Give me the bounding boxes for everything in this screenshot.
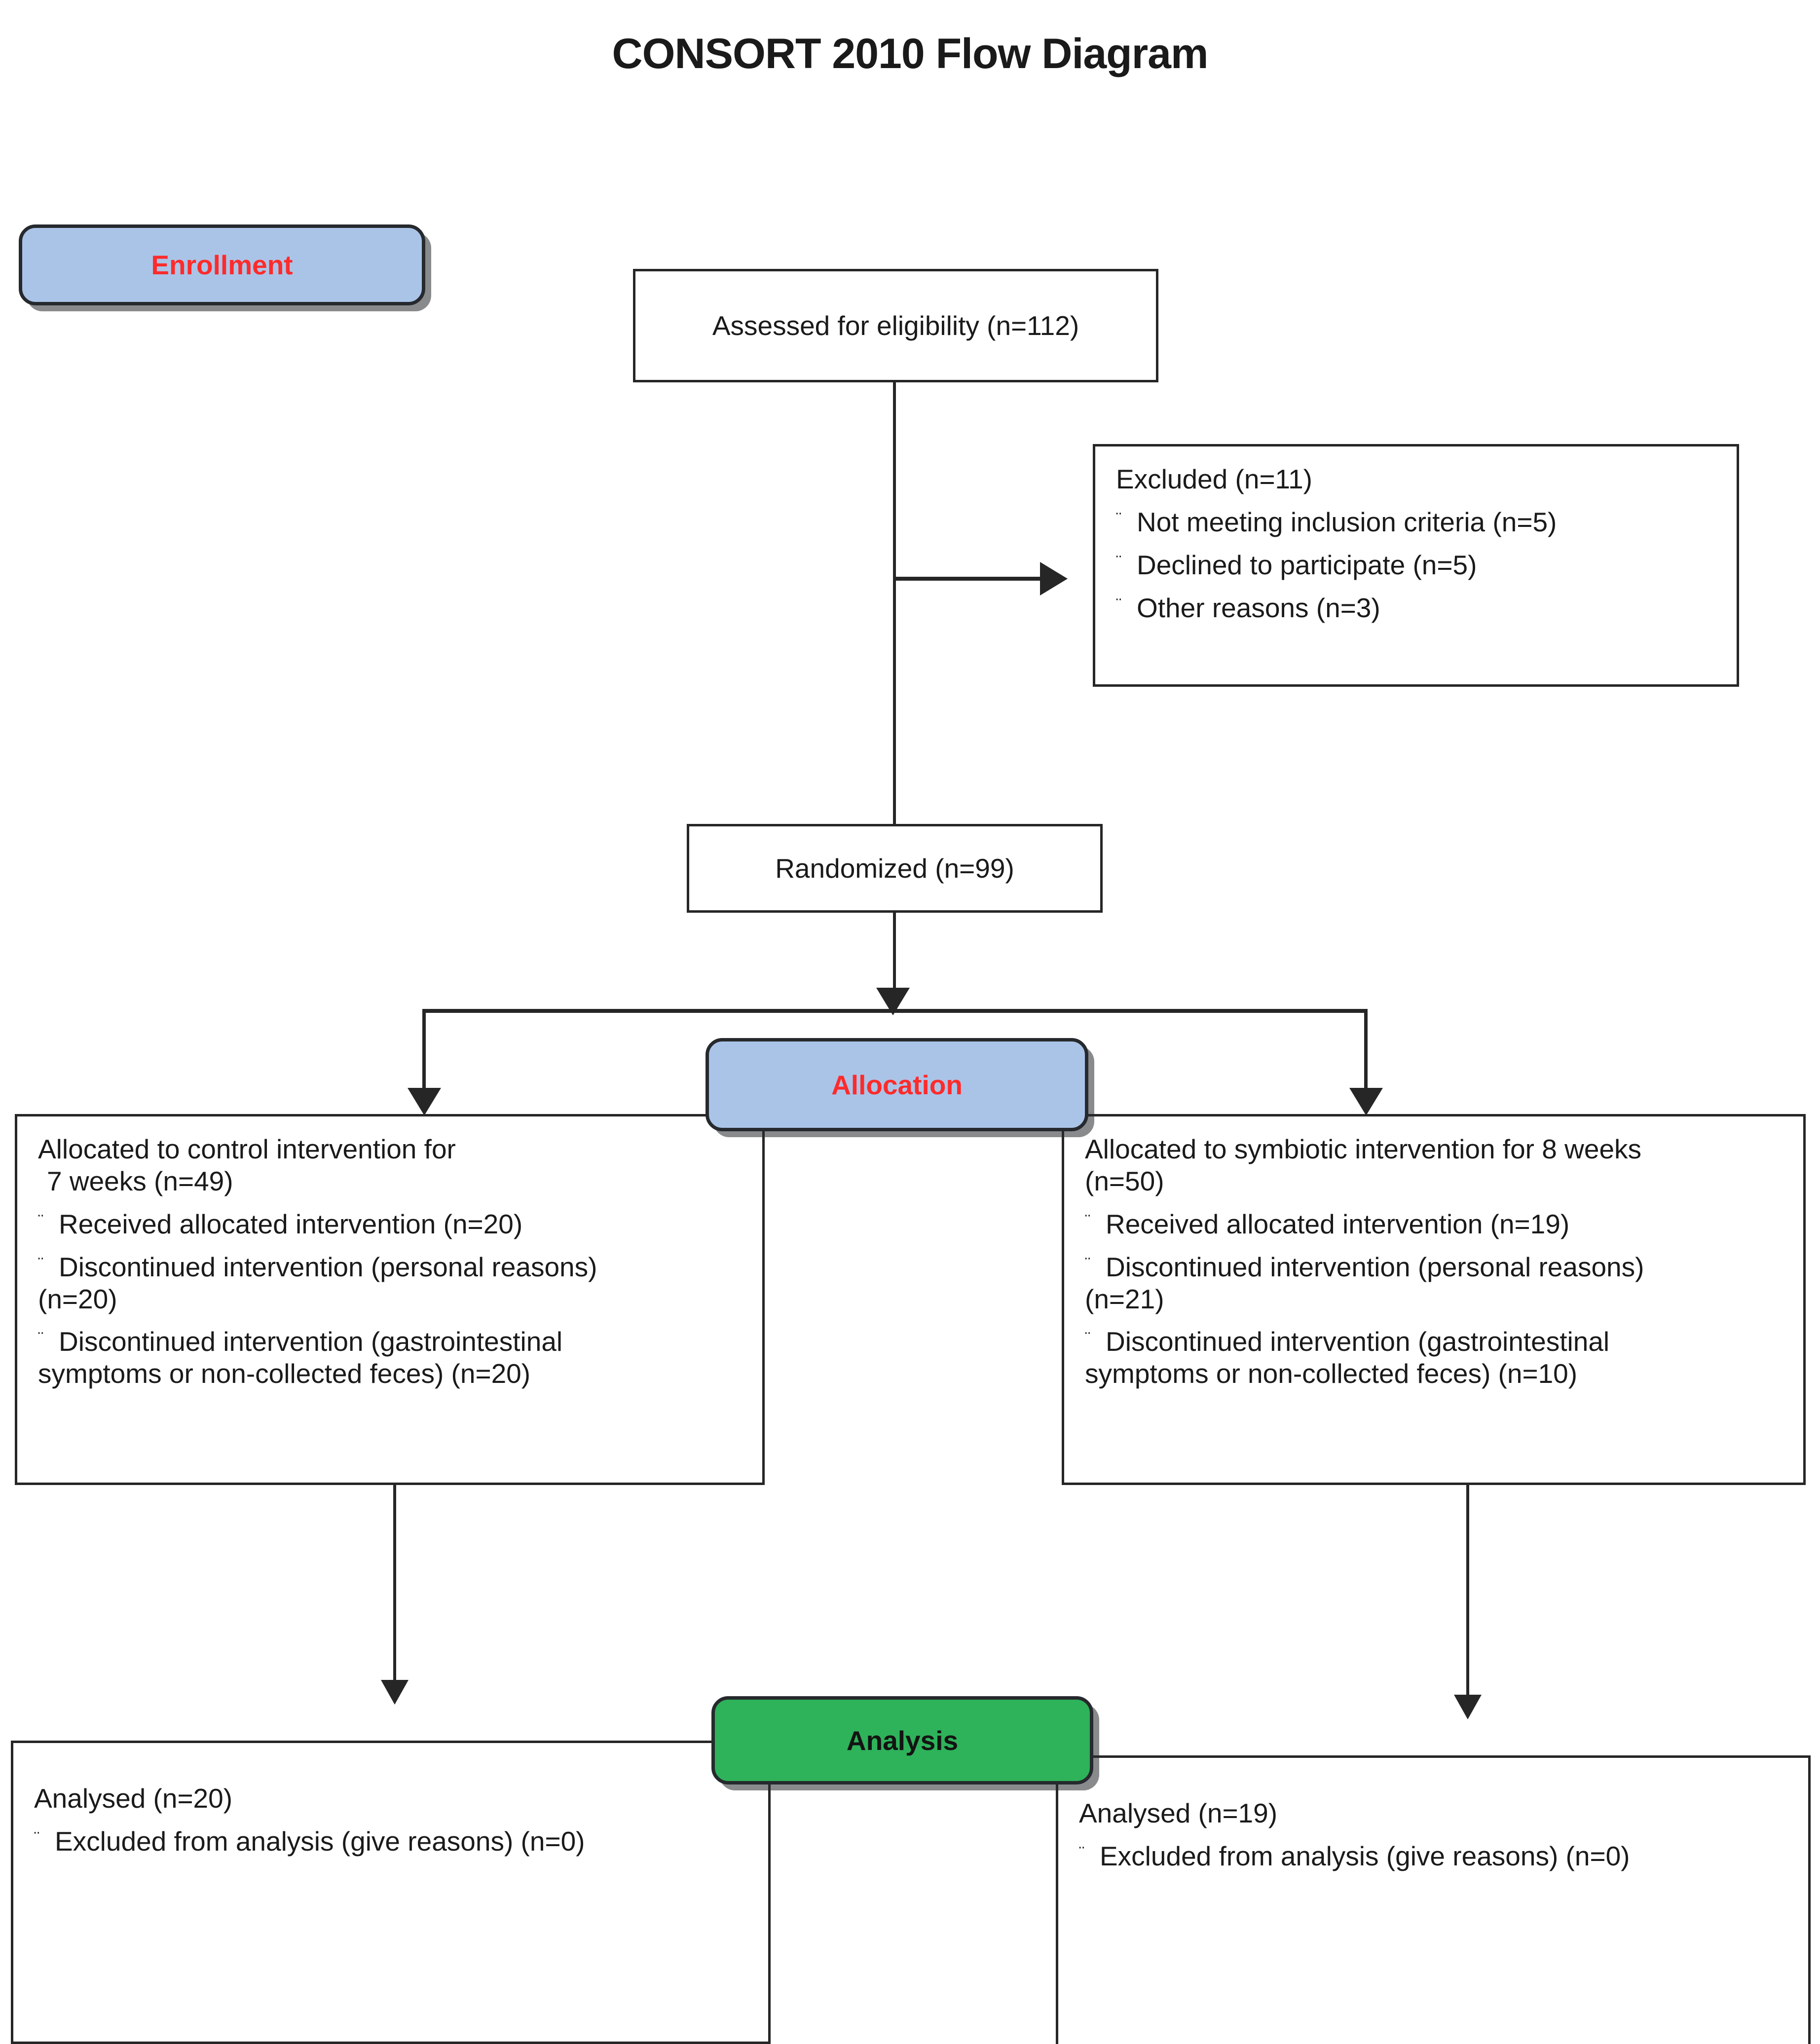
arrowhead-control-to-analysis [381,1680,409,1705]
page-title: CONSORT 2010 Flow Diagram [612,30,1209,77]
arrowhead-to-excluded [1040,562,1068,595]
alloc-left-item: ¨Received allocated intervention (n=20) [38,1208,523,1239]
box-excluded: Excluded (n=11) ¨Not meeting inclusion c… [1093,444,1739,687]
connector-assessed-to-randomized [893,382,896,824]
stage-badge-allocation: Allocation [706,1038,1088,1131]
connector-symbiotic-to-analysis [1466,1485,1469,1712]
box-assessed-for-eligibility: Assessed for eligibility (n=112) [633,269,1158,382]
analysis-right-heading: Analysed (n=19) [1079,1798,1278,1828]
alloc-left-item: ¨Discontinued intervention (gastrointest… [38,1326,563,1357]
alloc-left-heading-2: 7 weeks (n=49) [47,1165,233,1196]
excluded-item: ¨Declined to participate (n=5) [1116,549,1477,580]
box-analysed-symbiotic: Analysed (n=19) ¨Excluded from analysis … [1056,1755,1811,2044]
bullet-icon: ¨ [1079,1843,1085,1862]
arrowhead-allocation-left [408,1088,441,1115]
bullet-icon: ¨ [1116,552,1122,571]
stage-badge-enrollment-label: Enrollment [151,250,293,280]
excluded-item: ¨Other reasons (n=3) [1116,592,1380,623]
stage-badge-analysis: Analysis [711,1696,1093,1784]
connector-to-excluded [893,577,1041,581]
excluded-heading: Excluded (n=11) [1116,464,1312,494]
bullet-icon: ¨ [1116,509,1122,528]
arrowhead-randomized-down [876,988,910,1015]
connector-allocation-right-drop [1364,1009,1368,1103]
box-randomized: Randomized (n=99) [687,824,1103,913]
analysis-right-item: ¨Excluded from analysis (give reasons) (… [1079,1840,1630,1871]
alloc-right-item: ¨Discontinued intervention (personal rea… [1085,1251,1644,1282]
alloc-right-item: ¨Received allocated intervention (n=19) [1085,1208,1570,1239]
bullet-icon: ¨ [38,1254,44,1273]
bullet-icon: ¨ [1085,1211,1091,1230]
connector-allocation-left-drop [422,1009,426,1103]
bullet-icon: ¨ [1085,1254,1091,1273]
arrowhead-symbiotic-to-analysis [1454,1695,1482,1719]
box-analysed-control: Analysed (n=20) ¨Excluded from analysis … [11,1741,771,2044]
analysis-left-heading: Analysed (n=20) [34,1783,233,1814]
box-allocated-symbiotic: Allocated to symbiotic intervention for … [1062,1114,1806,1485]
bullet-icon: ¨ [34,1828,40,1848]
stage-badge-analysis-label: Analysis [846,1725,959,1756]
bullet-icon: ¨ [1085,1329,1091,1348]
alloc-left-heading-1: Allocated to control intervention for [38,1134,456,1164]
arrowhead-allocation-right [1349,1088,1383,1115]
excluded-item: ¨Not meeting inclusion criteria (n=5) [1116,506,1557,537]
alloc-left-item: ¨Discontinued intervention (personal rea… [38,1251,597,1282]
stage-badge-allocation-label: Allocation [831,1069,963,1100]
alloc-right-heading-2: (n=50) [1085,1165,1164,1196]
assessed-text: Assessed for eligibility (n=112) [712,310,1079,341]
stage-badge-enrollment: Enrollment [19,224,425,305]
connector-control-to-analysis [393,1485,396,1697]
bullet-icon: ¨ [38,1211,44,1230]
alloc-right-heading-1: Allocated to symbiotic intervention for … [1085,1134,1642,1164]
alloc-left-item-cont: (n=20) [38,1283,117,1314]
bullet-icon: ¨ [1116,595,1122,614]
alloc-left-item-cont: symptoms or non-collected feces) (n=20) [38,1358,531,1389]
randomized-text: Randomized (n=99) [775,853,1014,884]
analysis-left-item: ¨Excluded from analysis (give reasons) (… [34,1825,585,1857]
bullet-icon: ¨ [38,1329,44,1348]
alloc-right-item: ¨Discontinued intervention (gastrointest… [1085,1326,1610,1357]
alloc-right-item-cont: (n=21) [1085,1283,1164,1314]
box-allocated-control: Allocated to control intervention for 7 … [15,1114,765,1485]
alloc-right-item-cont: symptoms or non-collected feces) (n=10) [1085,1358,1578,1389]
connector-randomized-down [893,913,896,1006]
